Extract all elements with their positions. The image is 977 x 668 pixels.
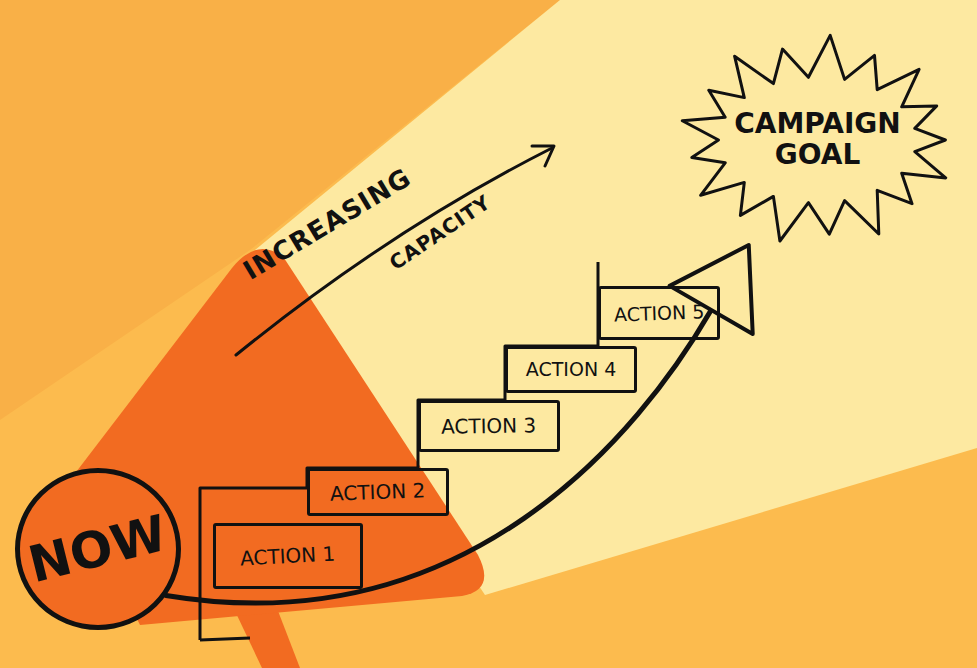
- action-label: ACTION 4: [526, 359, 616, 380]
- capacity-arrow: [236, 148, 552, 355]
- stair-base: [200, 638, 250, 640]
- arrow-shaft: [166, 310, 711, 603]
- start-text: NOW: [24, 505, 173, 592]
- action-label: ACTION 1: [240, 543, 336, 570]
- goal-text: CAMPAIGN GOAL: [723, 109, 913, 171]
- capacity-arrowhead: [532, 146, 554, 166]
- action-box: ACTION 1: [213, 523, 363, 589]
- action-box: ACTION 3: [418, 400, 560, 452]
- action-label: ACTION 5: [613, 301, 704, 325]
- goal-starburst: CAMPAIGN GOAL: [680, 35, 955, 245]
- progress-arrow: [166, 245, 753, 603]
- action-box: ACTION 4: [505, 346, 637, 393]
- action-box: ACTION 5: [598, 286, 720, 340]
- action-label: ACTION 2: [330, 479, 426, 504]
- action-label: ACTION 3: [441, 414, 537, 438]
- starburst-shape: [682, 35, 945, 241]
- start-circle: NOW: [15, 468, 181, 630]
- action-box: ACTION 2: [307, 468, 449, 516]
